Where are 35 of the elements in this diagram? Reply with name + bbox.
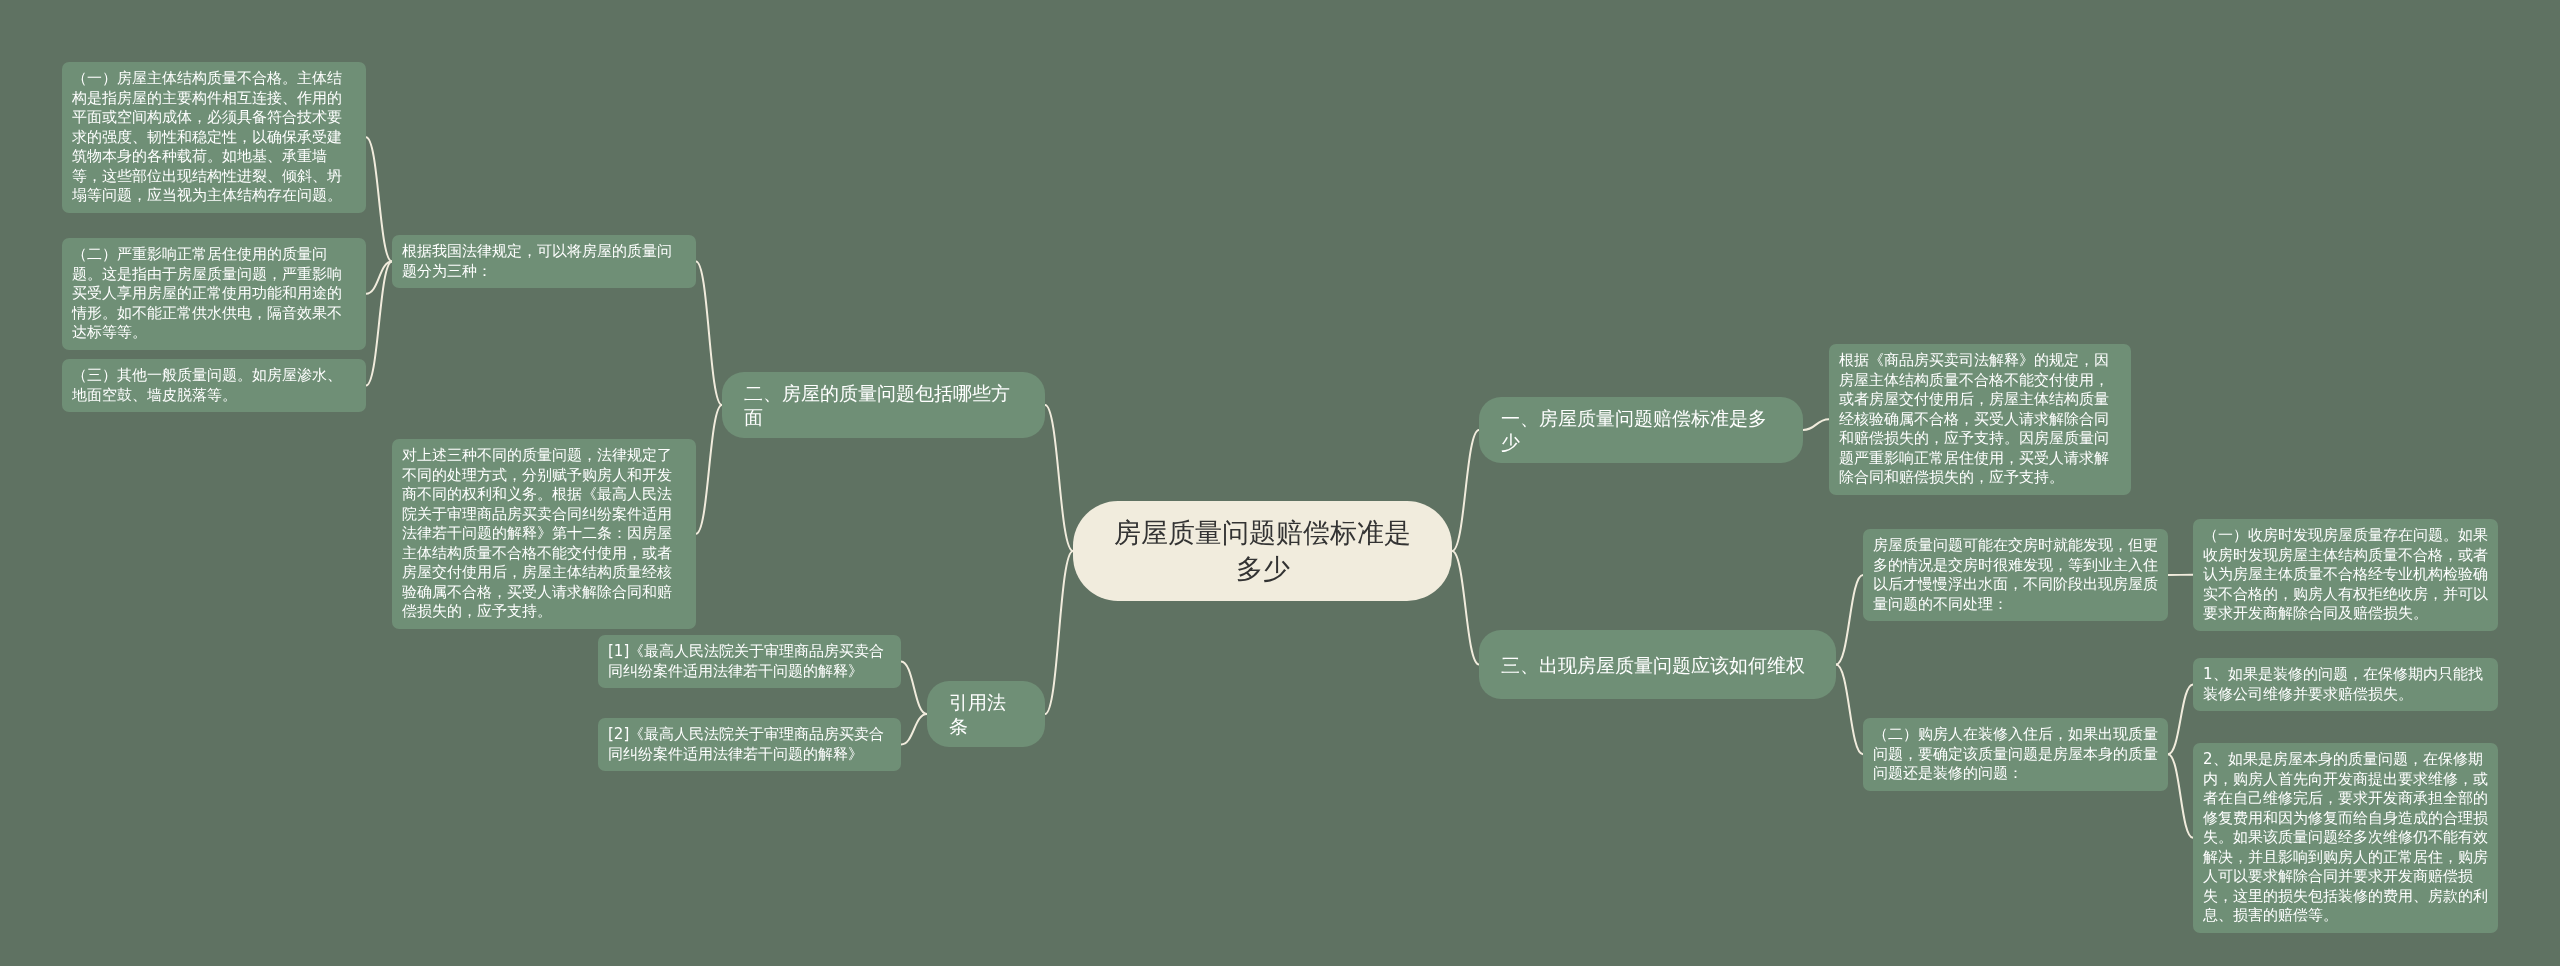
text-box: [1]《最高人民法院关于审理商品房买卖合同纠纷案件适用法律若干问题的解释》: [598, 635, 901, 688]
topic-box: 三、出现房屋质量问题应该如何维权: [1479, 630, 1836, 699]
connector-line: [900, 660, 928, 715]
text-box: （二）购房人在装修入住后，如果出现质量问题，要确定该质量问题是房屋本身的质量问题还是装修的问题：: [1863, 718, 2168, 791]
text-box: [2]《最高人民法院关于审理商品房买卖合同纠纷案件适用法律若干问题的解释》: [598, 718, 901, 771]
connector-line: [1835, 663, 1864, 756]
connector-line: [1451, 429, 1480, 552]
central-topic: 房屋质量问题赔偿标准是多少: [1073, 501, 1452, 601]
text-box: （二）严重影响正常居住使用的质量问题。这是指由于房屋质量问题，严重影响买受人享用房屋的正常使用功能和用途的情形。如不能正常供水供电，隔音效果不达标等等。: [62, 238, 366, 350]
text-box: 根据《商品房买卖司法解释》的规定，因房屋主体结构质量不合格不能交付使用，或者房屋交付使用后，房屋主体结构质量经核验确属不合格，买受人请求解除合同和赔偿损失的，应予支持。因房屋质量问题严重影响正常居住使用，买受人请求解除合同和赔偿损失的，应予支持。: [1829, 344, 2131, 495]
topic-box: 一、房屋质量问题赔偿标准是多少: [1479, 397, 1803, 463]
text-box: （一）房屋主体结构质量不合格。主体结构是指房屋的主要构件相互连接、作用的平面或空间构成体，必须具备符合技术要求的强度、韧性和稳定性，以确保承受建筑物本身的各种载荷。如地基、承重墙等，这些部位出现结构性进裂、倾斜、坍塌等问题，应当视为主体结构存在问题。: [62, 62, 366, 213]
text-box: 2、如果是房屋本身的质量问题，在保修期内，购房人首先向开发商提出要求维修，或者在自己维修完后，要求开发商承担全部的修复费用和因为修复而给自身造成的合理损失。如果该质量问题经多次维修仍不能有效解决，并且影响到购房人的正常居住，购房人可以要求解除合同并要求开发商赔偿损失，这里的损失包括装修的费用、房款的利息、损害的赔偿等。: [2193, 743, 2498, 933]
connector-line: [2167, 573, 2194, 576]
text-box: 根据我国法律规定，可以将房屋的质量问题分为三种：: [392, 235, 696, 288]
topic-box: 二、房屋的质量问题包括哪些方面: [722, 372, 1045, 438]
text-box: （一）收房时发现房屋质量存在问题。如果收房时发现房屋主体结构质量不合格，或者认为房屋主体质量不合格经专业机构检验确实不合格的，购房人有权拒绝收房，并可以要求开发商解除合同及赔偿损失。: [2193, 519, 2498, 631]
connector-line: [900, 713, 928, 746]
text-box: 1、如果是装修的问题，在保修期内只能找装修公司维修并要求赔偿损失。: [2193, 658, 2498, 711]
connector-line: [2167, 753, 2194, 839]
text-box: （三）其他一般质量问题。如房屋渗水、地面空鼓、墙皮脱落等。: [62, 359, 366, 412]
connector-line: [695, 404, 723, 535]
connector-line: [1835, 574, 1864, 666]
connector-line: [1451, 550, 1480, 666]
connector-line: [695, 260, 723, 406]
connector-line: [1802, 418, 1830, 431]
connector-line: [1044, 550, 1074, 715]
connector-line: [365, 260, 393, 295]
connector-line: [365, 136, 393, 263]
connector-line: [365, 260, 393, 387]
text-box: 房屋质量问题可能在交房时就能发现，但更多的情况是交房时很难发现，等到业主入住以后才慢慢浮出水面，不同阶段出现房屋质量问题的不同处理：: [1863, 529, 2168, 621]
connector-line: [1044, 404, 1074, 552]
connector-line: [2167, 683, 2194, 756]
text-box: 对上述三种不同的质量问题，法律规定了不同的处理方式，分别赋予购房人和开发商不同的权利和义务。根据《最高人民法院关于审理商品房买卖合同纠纷案件适用法律若干问题的解释》第十二条：因房屋主体结构质量不合格不能交付使用，或者房屋交付使用后，房屋主体结构质量经核验确属不合格，买受人请求解除合同和赔偿损失的，应予支持。: [392, 439, 696, 629]
topic-box: 引用法条: [927, 681, 1045, 747]
